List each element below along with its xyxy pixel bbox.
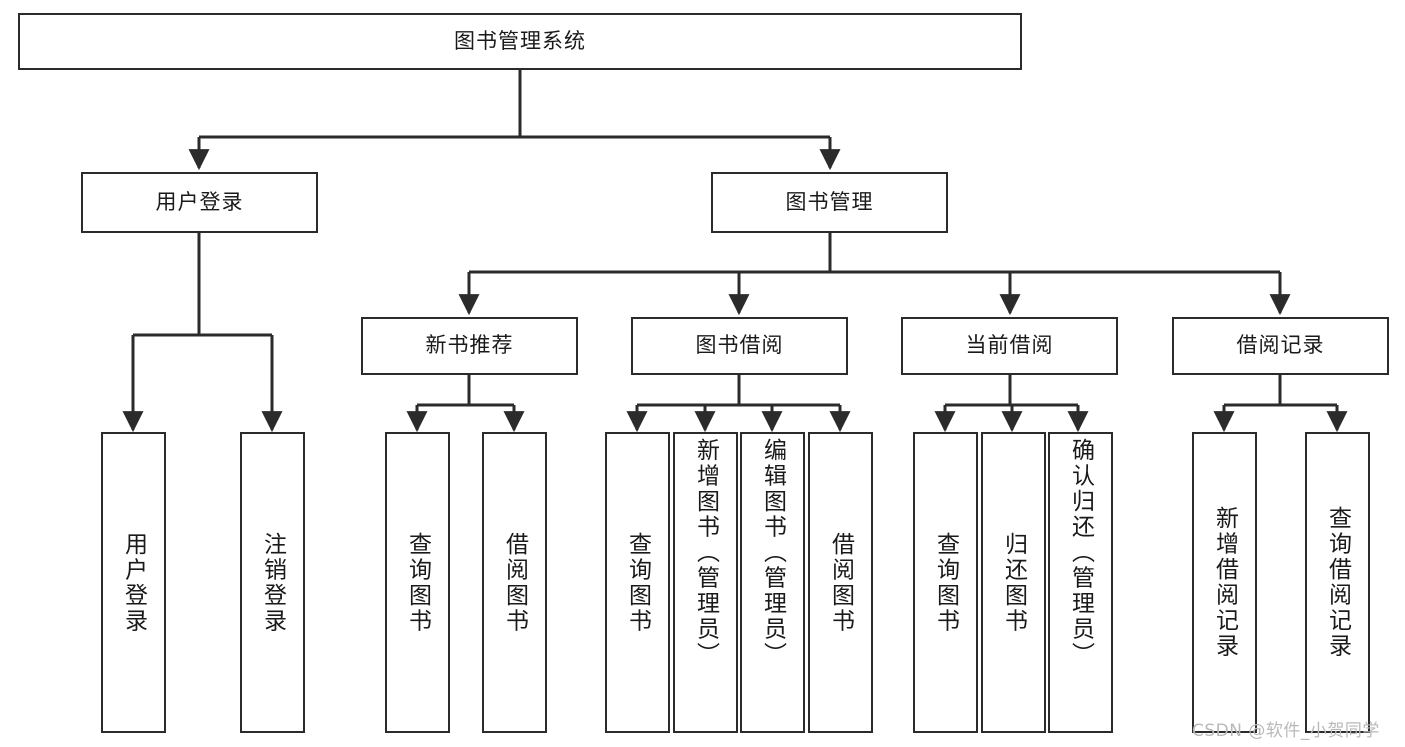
leaf-borrow-borrow-book-label: 借阅图书	[827, 531, 854, 634]
node-book-borrow[interactable]: 图书借阅	[631, 317, 848, 375]
node-book-manage[interactable]: 图书管理	[711, 172, 948, 233]
leaf-recommend-borrow-book[interactable]: 借阅图书	[482, 432, 547, 733]
leaf-borrow-query-book[interactable]: 查询图书	[605, 432, 670, 733]
node-root-label: 图书管理系统	[454, 28, 586, 53]
leaf-borrow-add-book[interactable]: 新增图书（管理员）	[673, 432, 738, 733]
leaf-recommend-query-book[interactable]: 查询图书	[385, 432, 450, 733]
leaf-recommend-query-book-label: 查询图书	[404, 531, 431, 634]
node-new-book-recommend[interactable]: 新书推荐	[361, 317, 578, 375]
node-root[interactable]: 图书管理系统	[18, 13, 1022, 70]
leaf-logout[interactable]: 注销登录	[240, 432, 305, 733]
leaf-borrow-query-book-label: 查询图书	[624, 531, 651, 634]
node-new-book-recommend-label: 新书推荐	[425, 333, 514, 358]
node-user-login-label: 用户登录	[155, 189, 244, 214]
leaf-recommend-borrow-book-label: 借阅图书	[501, 531, 528, 634]
leaf-borrow-edit-book[interactable]: 编辑图书（管理员）	[740, 432, 805, 733]
node-user-login[interactable]: 用户登录	[81, 172, 318, 233]
leaf-current-query-book-label: 查询图书	[932, 531, 959, 634]
leaf-current-confirm-return[interactable]: 确认归还（管理员）	[1048, 432, 1113, 733]
node-book-borrow-label: 图书借阅	[695, 333, 784, 358]
leaf-user-login[interactable]: 用户登录	[101, 432, 166, 733]
node-borrow-record[interactable]: 借阅记录	[1172, 317, 1389, 375]
node-current-borrow[interactable]: 当前借阅	[901, 317, 1118, 375]
leaf-record-add[interactable]: 新增借阅记录	[1192, 432, 1257, 733]
leaf-logout-label: 注销登录	[259, 531, 286, 634]
node-borrow-record-label: 借阅记录	[1236, 333, 1325, 358]
leaf-current-return-book-label: 归还图书	[1000, 531, 1027, 634]
leaf-current-query-book[interactable]: 查询图书	[913, 432, 978, 733]
leaf-record-query-label: 查询借阅记录	[1324, 506, 1351, 659]
leaf-borrow-borrow-book[interactable]: 借阅图书	[808, 432, 873, 733]
leaf-borrow-add-book-label: 新增图书（管理员）	[692, 438, 719, 668]
node-book-manage-label: 图书管理	[785, 189, 874, 214]
leaf-record-add-label: 新增借阅记录	[1211, 506, 1238, 659]
leaf-record-query[interactable]: 查询借阅记录	[1305, 432, 1370, 733]
leaf-current-confirm-return-label: 确认归还（管理员）	[1067, 438, 1094, 668]
leaf-current-return-book[interactable]: 归还图书	[981, 432, 1046, 733]
node-current-borrow-label: 当前借阅	[965, 333, 1054, 358]
leaf-borrow-edit-book-label: 编辑图书（管理员）	[759, 438, 786, 668]
leaf-user-login-label: 用户登录	[120, 531, 147, 634]
